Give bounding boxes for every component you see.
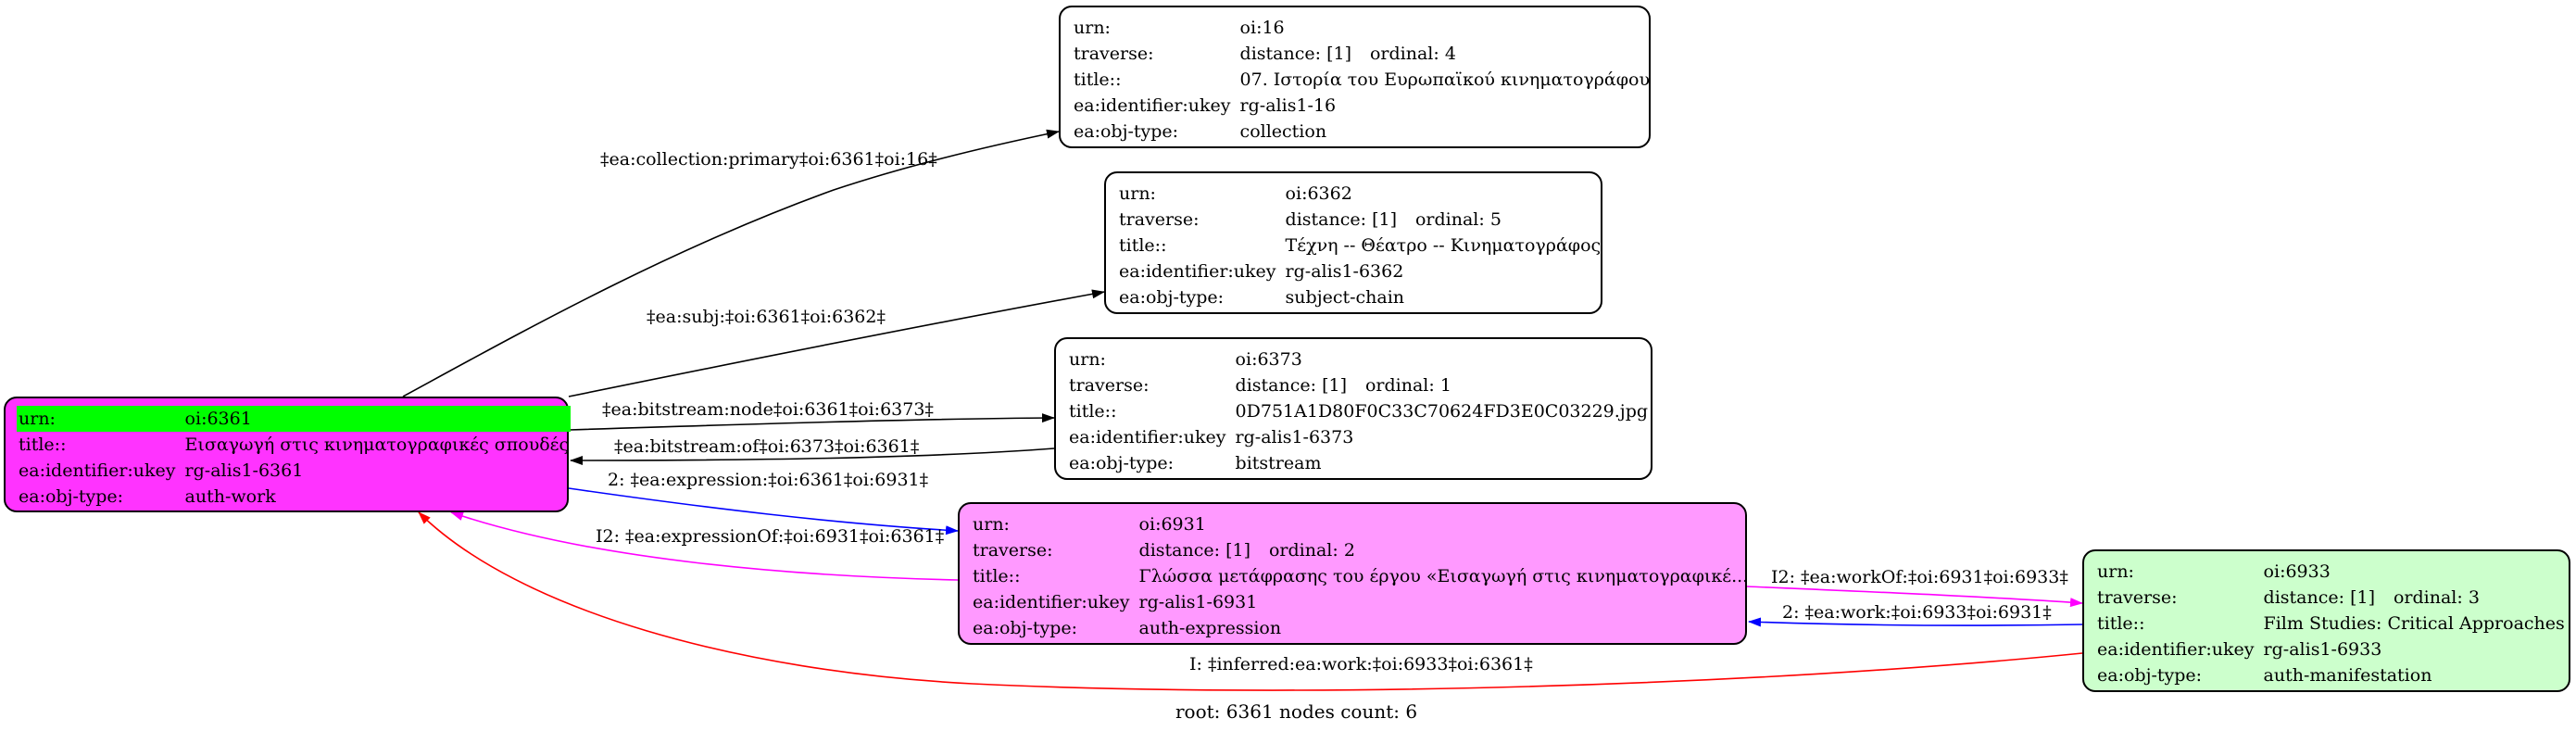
obj-type-value: collection [1239, 121, 1327, 142]
urn-key: urn: [1074, 18, 1111, 38]
edge-label-collection-primary: ‡ea:collection:primary‡oi:6361‡oi:16‡ [600, 149, 937, 170]
edge-label-inferred-work: I: ‡inferred:ea:work:‡oi:6933‡oi:6361‡ [1189, 654, 1533, 674]
node-oi-6373[interactable]: urn: oi:6373 traverse: distance: [1] ordina… [1054, 337, 1652, 480]
ukey-value: rg-alis1-16 [1239, 95, 1337, 116]
edge-label-subject: ‡ea:subj:‡oi:6361‡oi:6362‡ [647, 307, 886, 327]
edge-label-work: 2: ‡ea:work:‡oi:6933‡oi:6931‡ [1782, 602, 2052, 623]
title-value: Γλώσσα μετάφρασης του έργου «Εισαγωγή στ… [1138, 566, 1749, 586]
obj-type-key: ea:obj-type: [1069, 453, 1175, 473]
distance-value: distance: [1] [1235, 375, 1347, 396]
obj-type-key: ea:obj-type: [1074, 121, 1179, 142]
edge-collection-primary [402, 129, 1060, 397]
edge-expression-of [450, 511, 959, 581]
urn-key: urn: [973, 514, 1010, 535]
urn-value: oi:16 [1239, 18, 1285, 38]
edge-work [1748, 617, 2083, 627]
obj-type-key: ea:obj-type: [973, 618, 1078, 638]
distance-value: distance: [1] [1285, 209, 1397, 230]
ordinal-value: ordinal: 2 [1268, 540, 1355, 561]
ordinal-value: ordinal: 4 [1369, 44, 1456, 64]
urn-key: urn: [17, 406, 182, 432]
urn-value: oi:6931 [1138, 514, 1206, 535]
title-value: 0D751A1D80F0C33C70624FD3E0C03229.jpg [1235, 401, 1649, 422]
distance-value: distance: [1] [1239, 44, 1351, 64]
ukey-value: rg-alis1-6373 [1235, 427, 1354, 447]
title-key: title:: [19, 435, 67, 455]
title-value: Εισαγωγή στις κινηματογραφικές σπουδές [184, 435, 570, 455]
edge-label-work-of: I2: ‡ea:workOf:‡oi:6931‡oi:6933‡ [1771, 567, 2068, 587]
traverse-key: traverse: [2097, 587, 2178, 608]
edge-subject [568, 289, 1105, 397]
title-key: title:: [1069, 401, 1117, 422]
traverse-key: traverse: [1069, 375, 1150, 396]
obj-type-value: auth-work [184, 486, 276, 507]
graph-footer: root: 6361 nodes count: 6 [1175, 700, 1418, 723]
ukey-key: ea:identifier:ukey [1074, 95, 1231, 116]
edge-label-expression-of: I2: ‡ea:expressionOf:‡oi:6931‡oi:6361‡ [596, 526, 945, 547]
edge-label-expression: 2: ‡ea:expression:‡oi:6361‡oi:6931‡ [608, 470, 929, 490]
ukey-key: ea:identifier:ukey [973, 592, 1130, 612]
ukey-value: rg-alis1-6931 [1138, 592, 1258, 612]
traverse-key: traverse: [1074, 44, 1154, 64]
title-key: title:: [973, 566, 1021, 586]
edge-expression [568, 487, 959, 536]
traverse-key: traverse: [973, 540, 1053, 561]
obj-type-value: subject-chain [1285, 287, 1405, 308]
node-oi-6362[interactable]: urn: oi:6362 traverse: distance: [1] ordina… [1104, 171, 1602, 314]
urn-key: urn: [1069, 349, 1106, 370]
ukey-key: ea:identifier:ukey [1069, 427, 1226, 447]
ordinal-value: ordinal: 3 [2393, 587, 2480, 608]
obj-type-value: auth-expression [1138, 618, 1282, 638]
ukey-key: ea:identifier:ukey [19, 460, 176, 481]
urn-key: urn: [2097, 561, 2134, 582]
edge-inferred-work [418, 511, 2083, 691]
node-oi-6361-root[interactable]: urn:oi:6361 title::Εισαγωγή στις κινηματ… [4, 397, 572, 512]
urn-value: oi:6373 [1235, 349, 1302, 370]
title-key: title:: [2097, 613, 2145, 634]
obj-type-key: ea:obj-type: [19, 486, 124, 507]
title-value: Τέχνη -- Θέατρο -- Κινηματογράφος [1285, 235, 1602, 256]
obj-type-key: ea:obj-type: [2097, 665, 2203, 686]
ordinal-value: ordinal: 1 [1364, 375, 1451, 396]
obj-type-value: bitstream [1235, 453, 1322, 473]
urn-value: oi:6362 [1285, 183, 1352, 204]
ordinal-value: ordinal: 5 [1414, 209, 1502, 230]
edge-bitstream-node [568, 413, 1055, 431]
node-oi-6933[interactable]: urn: oi:6933 traverse: distance: [1] ordina… [2082, 549, 2570, 692]
urn-value: oi:6933 [2263, 561, 2331, 582]
traverse-key: traverse: [1119, 209, 1200, 230]
ukey-key: ea:identifier:ukey [2097, 639, 2255, 660]
obj-type-key: ea:obj-type: [1119, 287, 1225, 308]
node-oi-6931[interactable]: urn: oi:6931 traverse: distance: [1] ordina… [958, 502, 1748, 645]
edge-bitstream-of [570, 447, 1055, 465]
ukey-value: rg-alis1-6362 [1285, 261, 1404, 282]
distance-value: distance: [1] [2263, 587, 2375, 608]
obj-type-value: auth-manifestation [2263, 665, 2432, 686]
edge-label-bitstream-of: ‡ea:bitstream:of‡oi:6373‡oi:6361‡ [614, 436, 920, 457]
urn-value: oi:6361 [181, 406, 572, 432]
title-value: Film Studies: Critical Approaches [2263, 613, 2565, 634]
title-key: title:: [1119, 235, 1167, 256]
ukey-key: ea:identifier:ukey [1119, 261, 1276, 282]
ukey-value: rg-alis1-6933 [2263, 639, 2382, 660]
edge-work-of [1746, 586, 2083, 608]
title-value: 07. Ιστορία του Ευρωπαϊκού κινηματογράφο… [1239, 69, 1651, 90]
urn-key: urn: [1119, 183, 1156, 204]
edge-label-bitstream-node: ‡ea:bitstream:node‡oi:6361‡oi:6373‡ [602, 399, 934, 420]
node-oi-16[interactable]: urn: oi:16 traverse: distance: [1] ordinal:… [1059, 6, 1651, 148]
ukey-value: rg-alis1-6361 [184, 460, 304, 481]
distance-value: distance: [1] [1138, 540, 1250, 561]
title-key: title:: [1074, 69, 1122, 90]
